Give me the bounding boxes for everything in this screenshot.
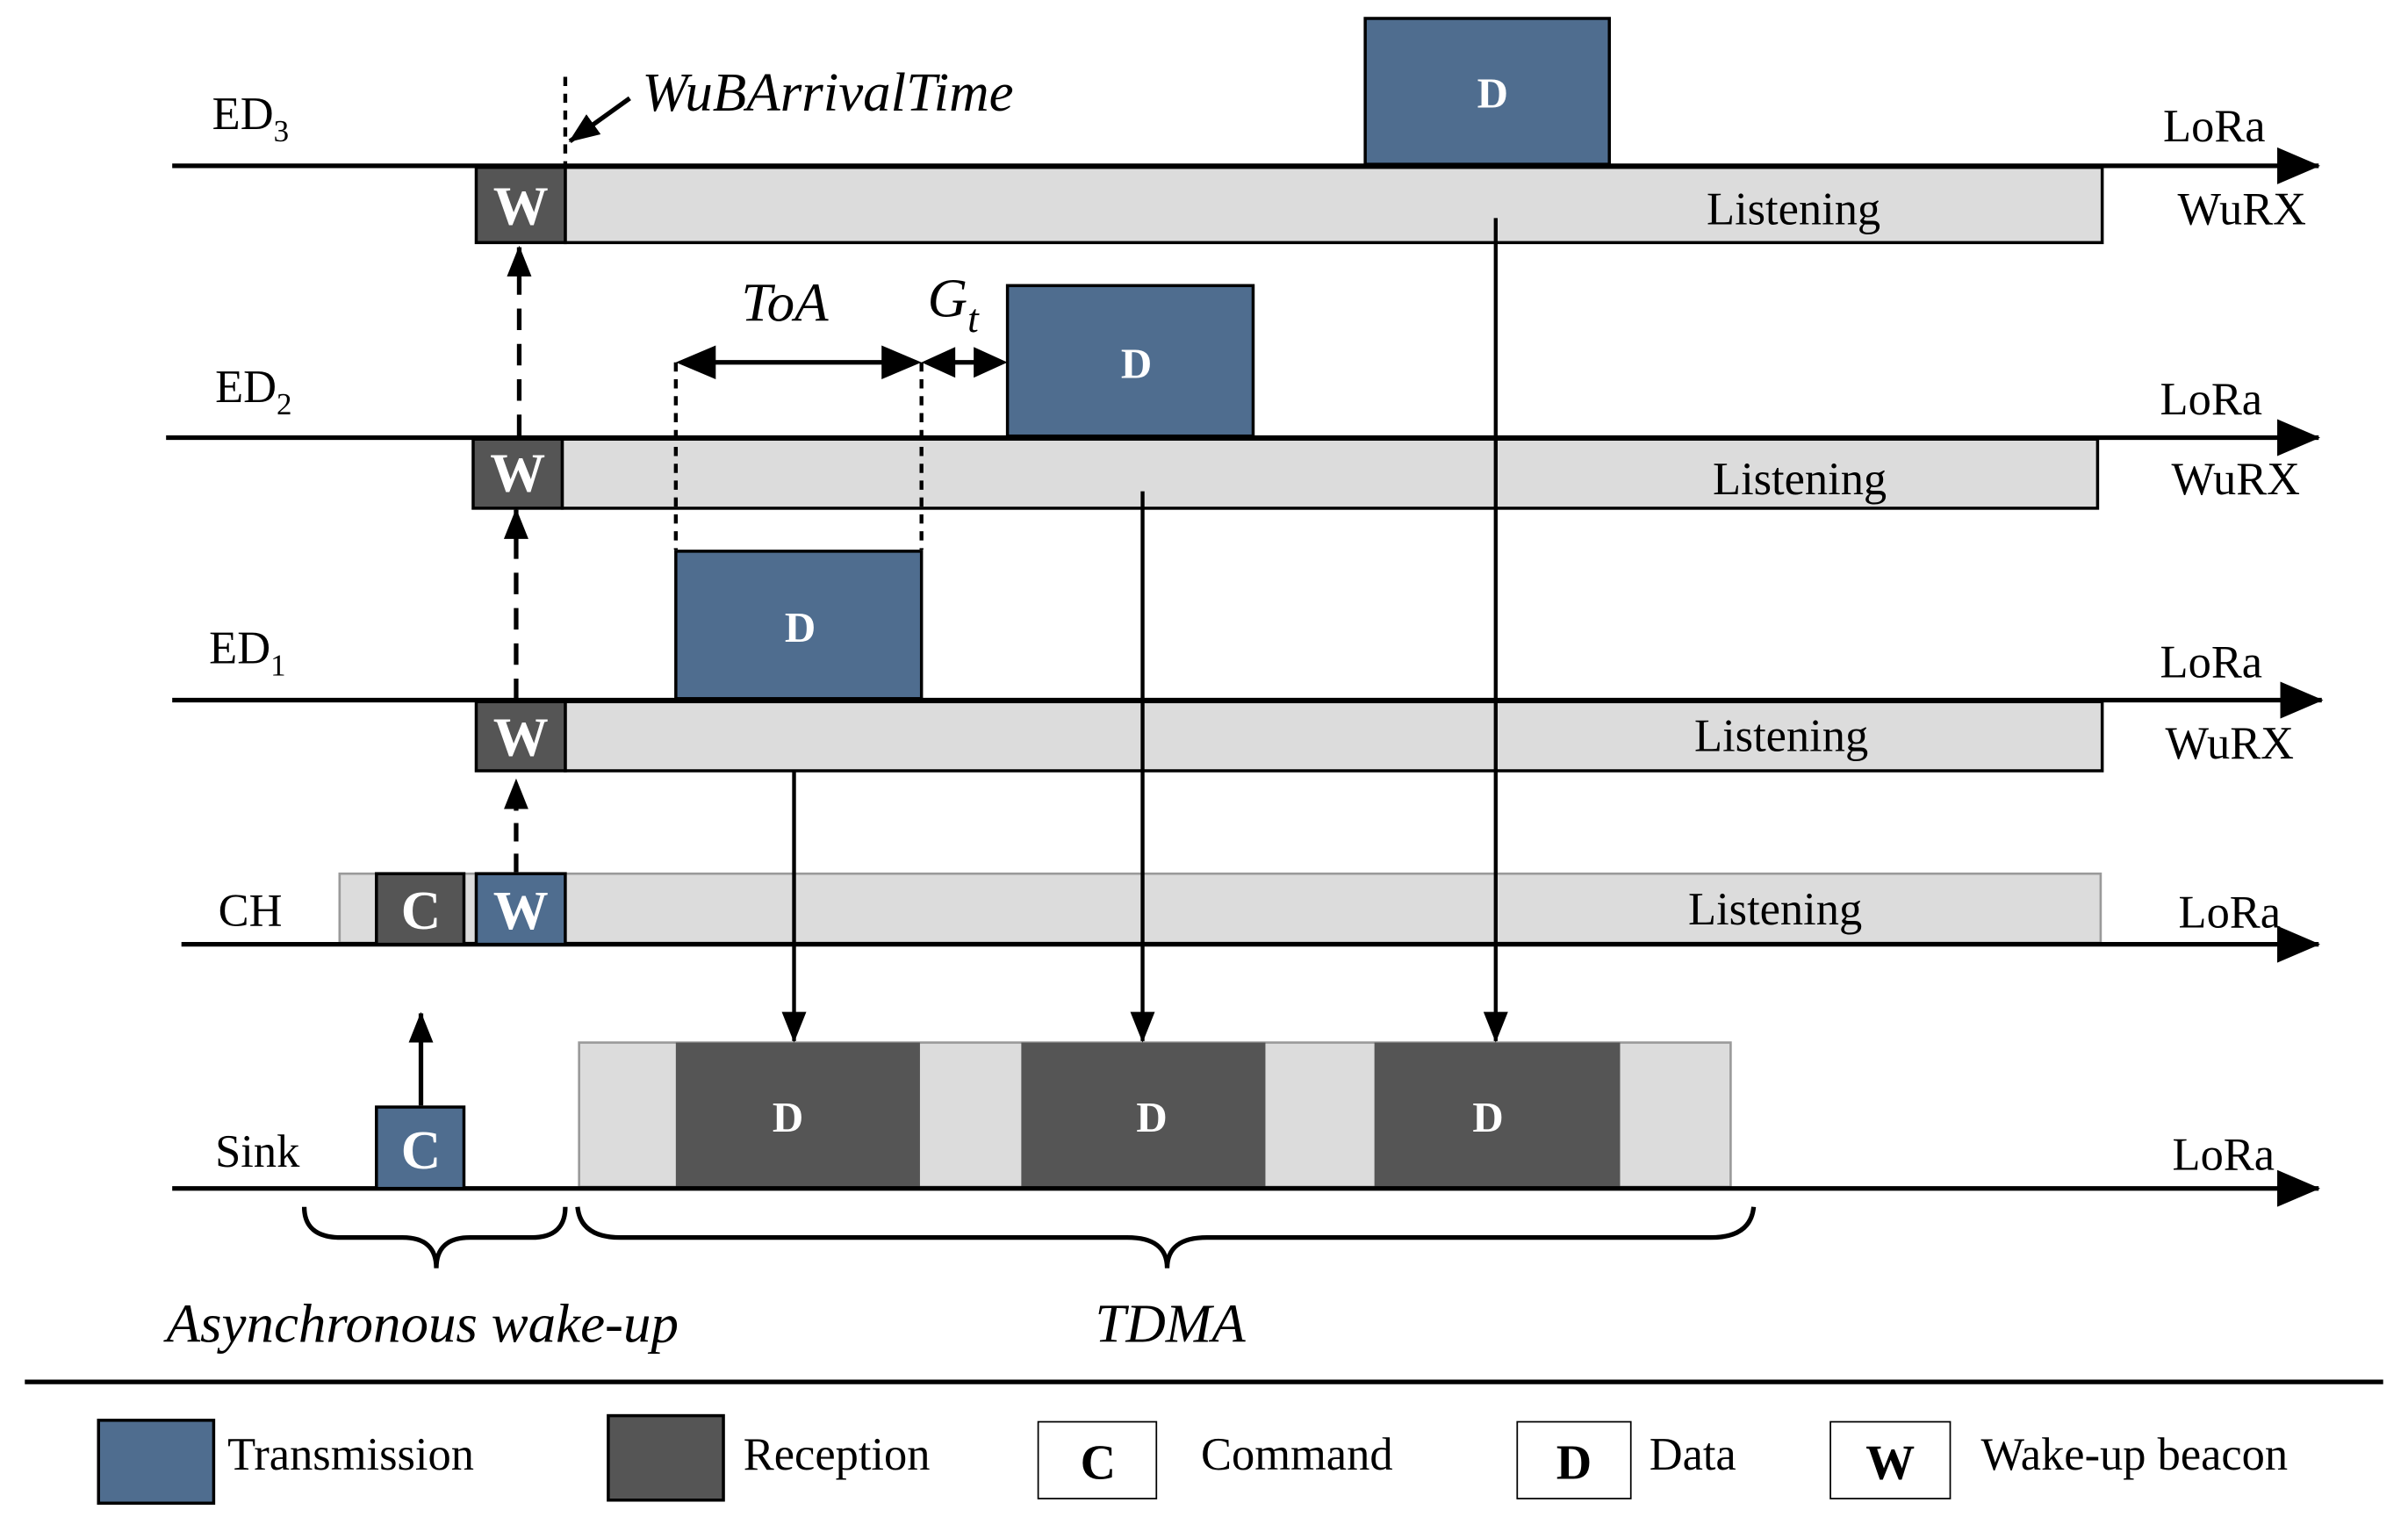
ch-label: CH [219,886,283,937]
ed1-wakeup-reception [474,700,567,773]
ed2-listening-label: Listening [1713,454,1887,505]
ed1-listening-label: Listening [1694,710,1868,761]
sink-slot-3-letter: D [1472,1093,1503,1141]
ch-c-letter: C [401,880,441,941]
ed3-lora-label: LoRa [2163,101,2266,152]
legend-item-wakeup: W Wake-up beacon [1829,1420,2288,1499]
sink-command-transmission [375,1105,466,1190]
ch-w-letter: W [493,880,549,941]
sink-slot-1-letter: D [773,1093,803,1141]
wub-arrival-label: WuBArrivalTime [642,61,1013,123]
ed1-listening-bar [564,700,2104,773]
ed2-label: ED2 [215,362,291,421]
sink-label: Sink [215,1126,300,1177]
ed1-label: ED1 [209,623,285,683]
sink-row: Sink D D D C LoRa [172,1041,2321,1207]
legend-wakeup-swatch [1829,1420,1952,1499]
sink-lora-label: LoRa [2173,1130,2275,1181]
ch-lora-label: LoRa [2179,887,2282,938]
sink-c-letter: C [401,1119,441,1181]
legend-transmission-label: Transmission [227,1429,474,1480]
ed3-row: ED3 D Listening W LoRa WuRX [172,17,2321,245]
ed2-row: ED2 D Listening W LoRa WuRX [166,284,2321,510]
legend-data-swatch [1516,1420,1632,1499]
ed2-data-letter: D [1121,339,1152,387]
ed1-wurx-label: WuRX [2166,718,2295,769]
ed2-data-transmission [1005,284,1255,438]
ch-command-reception [375,872,466,946]
ed1-lora-label: LoRa [2160,636,2263,687]
legend-item-command: C Command [1037,1420,1393,1499]
ed1-row: ED1 D Listening W LoRa WuRX [172,550,2324,773]
ch-listening-bar [338,872,2103,945]
ed2-wurx-label: WuRX [2172,454,2301,505]
toa-label: ToA [741,272,829,334]
ed1-data-letter: D [785,603,816,651]
ed3-data-letter: D [1477,68,1508,117]
ed3-data-transmission [1363,17,1611,166]
async-brace [301,1206,568,1269]
legend-data-label: Data [1650,1429,1736,1480]
legend-data-letter: D [1556,1435,1592,1490]
ed3-wurx-label: WuRX [2178,183,2306,234]
ed2-w-letter: W [490,442,545,504]
ed2-lora-label: LoRa [2160,374,2263,425]
flow-arrows [408,218,1508,1106]
sink-slot-3-reception [1374,1042,1621,1187]
async-label: Asynchronous wake-up [163,1293,679,1355]
wub-arrival-pointer [568,96,631,144]
ed3-listening-label: Listening [1707,183,1880,234]
gt-left-arrowhead [921,347,956,378]
ed1-w-letter: W [493,707,549,768]
legend-wakeup-label: Wake-up beacon [1980,1429,2288,1480]
ed3-listening-bar [564,165,2104,245]
legend-item-transmission: Transmission [97,1419,474,1506]
annotations: WuBArrivalTime ToA Gt Asynchronous wake-… [163,61,1757,1355]
legend-command-swatch [1037,1420,1158,1499]
tdma-brace [575,1206,1757,1269]
toa-left-arrowhead [675,345,716,379]
sink-slot-1-reception [675,1042,920,1187]
ch-row: CH Listening C W LoRa [181,872,2321,963]
gt-label: Gt [928,267,980,340]
toa-right-arrowhead [881,345,922,379]
ch-wakeup-transmission [474,872,567,946]
ed3-label: ED3 [212,89,289,148]
legend-item-data: D Data [1516,1420,1736,1499]
sink-slot-2-reception [1021,1042,1266,1187]
ch-listening-label: Listening [1688,884,1862,935]
legend-item-reception: Reception [607,1413,931,1502]
legend-command-label: Command [1201,1429,1393,1480]
ed2-listening-bar [560,437,2100,510]
ed1-data-transmission [674,550,924,701]
legend-reception-swatch [607,1413,725,1502]
tdma-label: TDMA [1095,1293,1246,1355]
sink-slot-2-letter: D [1136,1093,1167,1141]
gt-right-arrowhead [974,347,1008,378]
legend-reception-label: Reception [744,1429,931,1480]
ed3-w-letter: W [493,175,549,236]
legend: Transmission Reception C Command D Data … [25,1379,2383,1506]
legend-command-letter: C [1081,1435,1116,1490]
ed3-wakeup-reception [474,165,567,245]
ed2-wakeup-reception [471,437,564,510]
legend-transmission-swatch [97,1419,216,1506]
legend-wakeup-letter: W [1865,1435,1915,1490]
